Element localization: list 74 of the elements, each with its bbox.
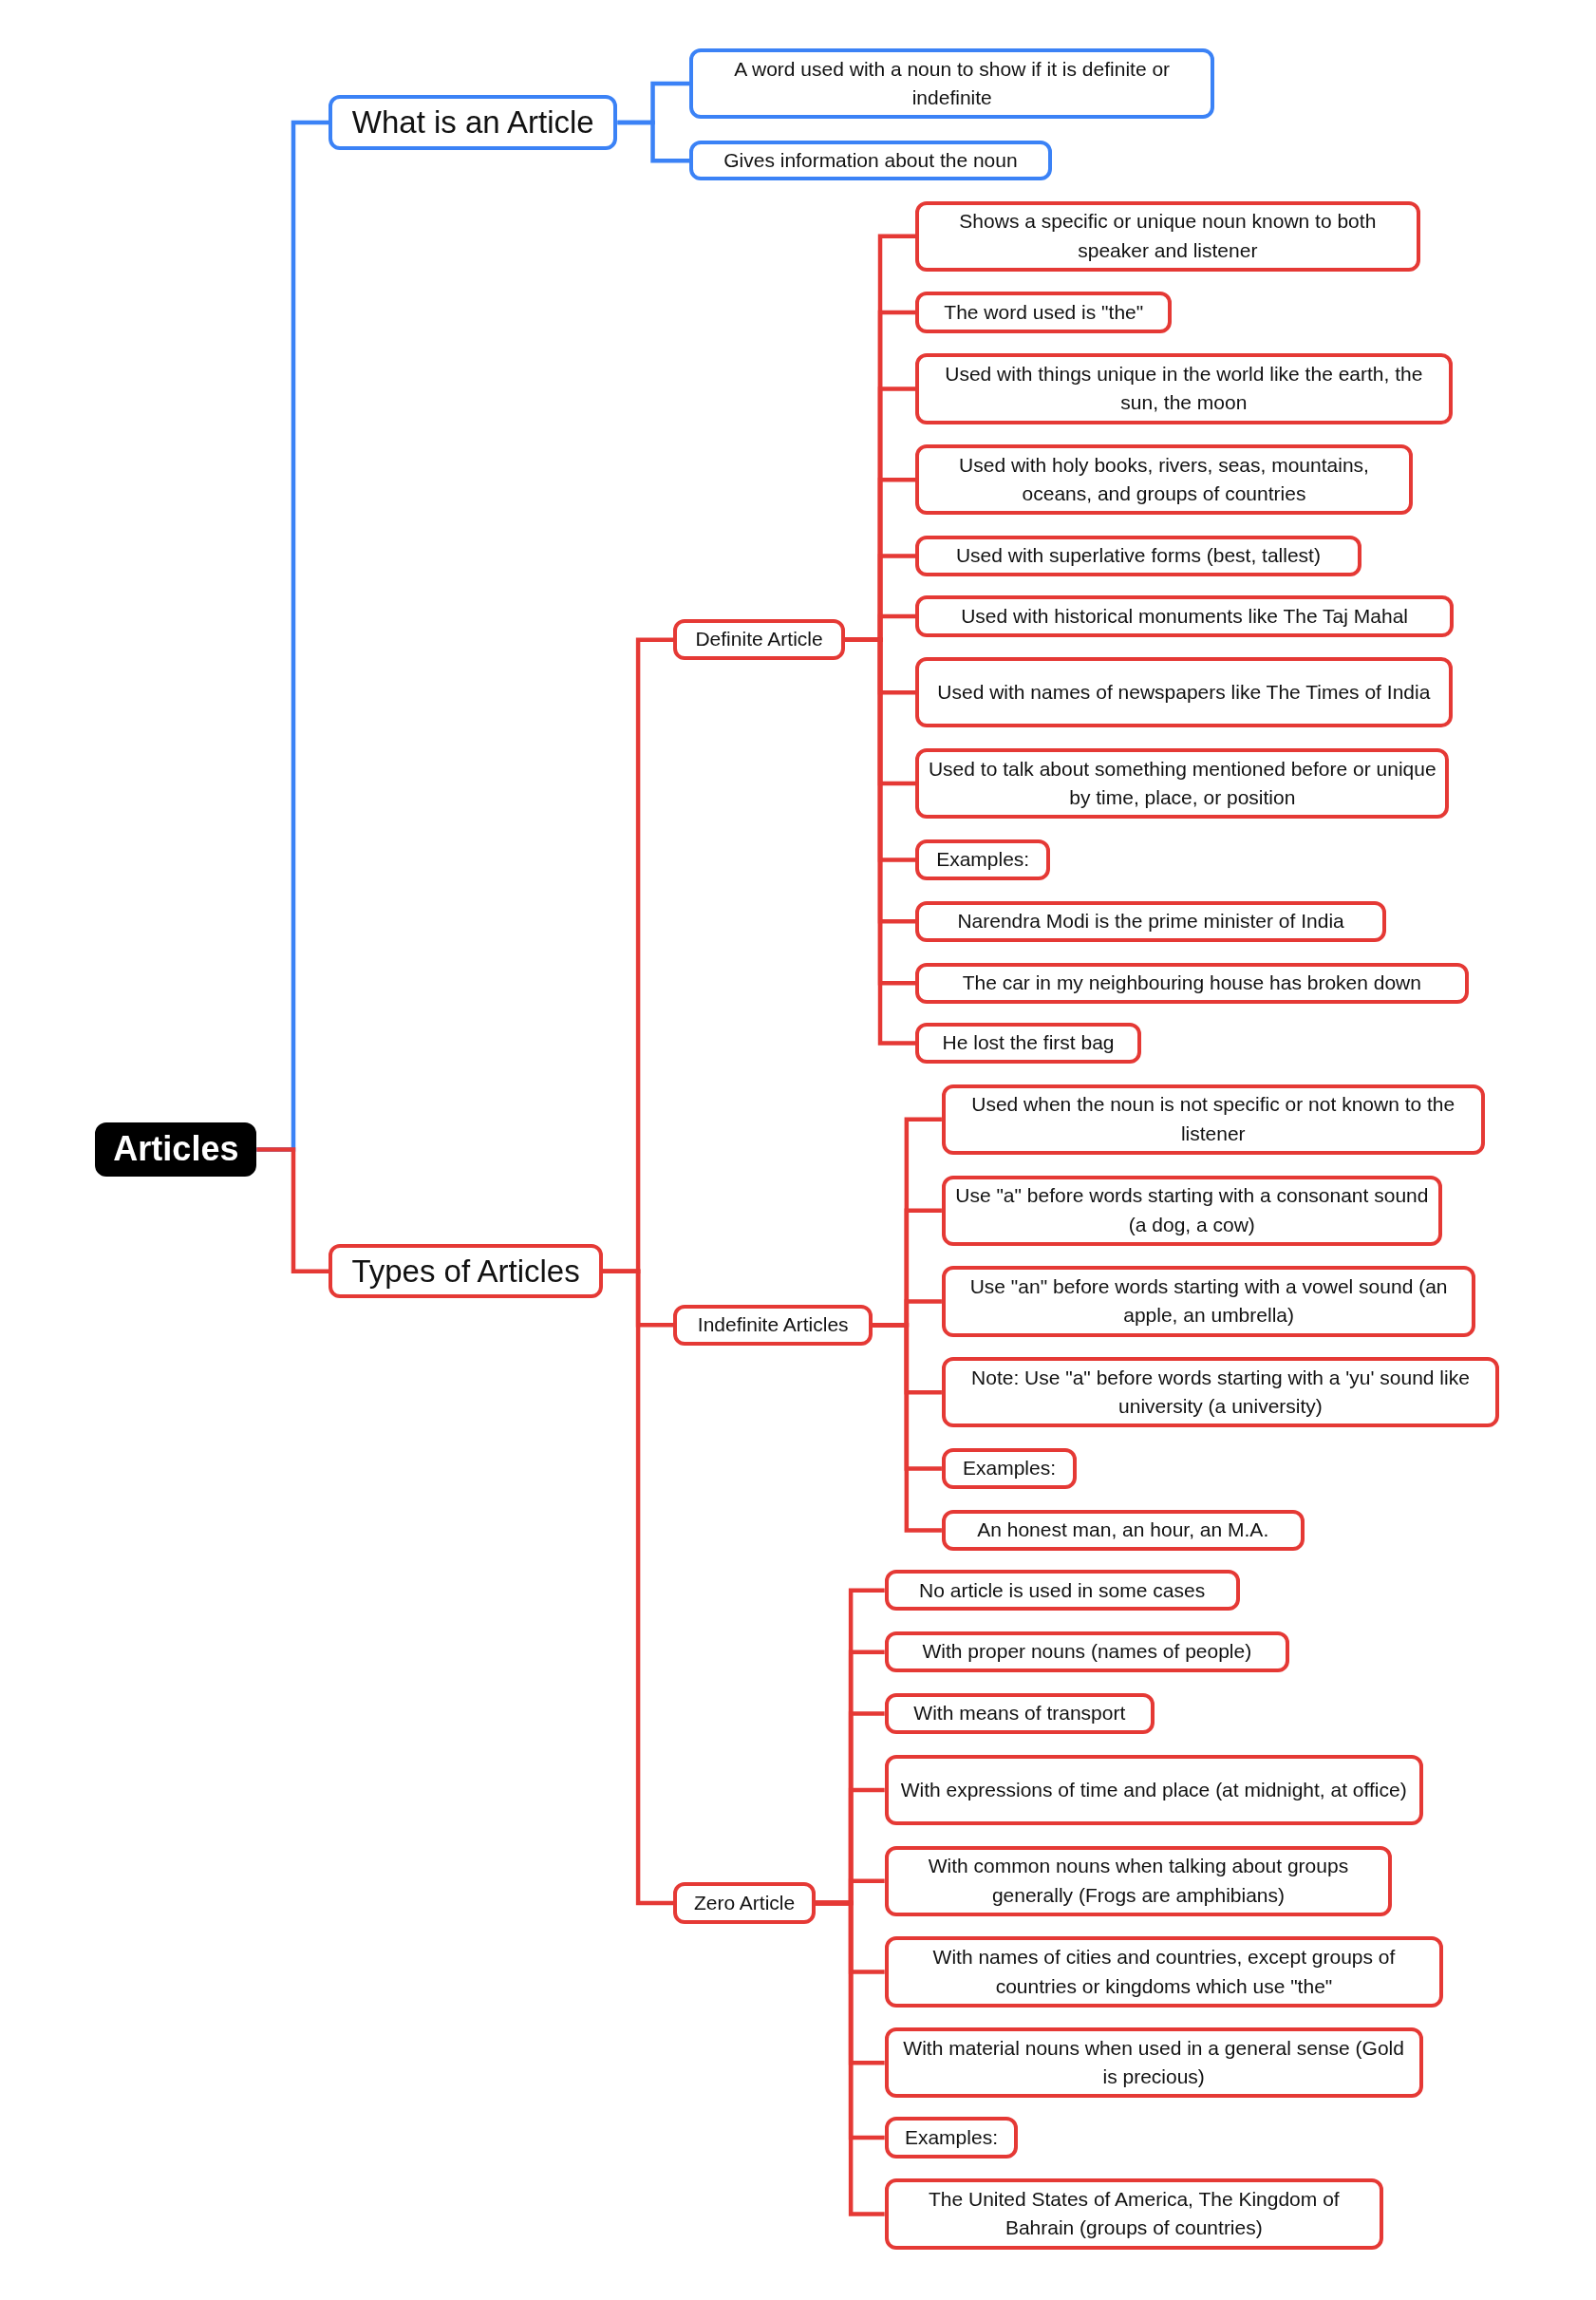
topic-text: With expressions of time and place (at midnight, at office) xyxy=(900,1777,1407,1802)
topic-text: Note: Use "a" before words starting with a 'yu' sound like university (a university) xyxy=(970,1365,1471,1420)
topic-box xyxy=(329,1244,603,1299)
topic-box xyxy=(915,747,1450,820)
topic-text: An honest man, an hour, an M.A. xyxy=(977,1518,1269,1543)
topic-box xyxy=(673,619,845,661)
topic-text: Gives information about the noun xyxy=(723,147,1018,173)
topic-text: With material nouns when used in a general sense (Gold is precious) xyxy=(902,2035,1405,2090)
topic-box xyxy=(915,353,1453,424)
topic-text: The United States of America, The Kingdom of Bahrain (groups of countries) xyxy=(927,2187,1341,2241)
topic-box xyxy=(915,292,1173,333)
topic-text: Shows a specific or unique noun known to both speaker and listener xyxy=(958,209,1378,263)
topic-text: Examples: xyxy=(936,847,1030,873)
topic-text: Definite Article xyxy=(695,627,823,652)
topic-box xyxy=(941,1175,1442,1246)
topic-box xyxy=(941,1509,1305,1552)
topic-text: With names of cities and countries, except groups of countries or kingdoms which use "the" xyxy=(931,1945,1397,1999)
topic-text: Used with names of newspapers like The Times of India xyxy=(937,680,1431,706)
topic-box xyxy=(673,1304,873,1346)
topic-box xyxy=(915,444,1413,516)
topic-text: Examples: xyxy=(962,1456,1056,1481)
topic-box xyxy=(884,1692,1155,1735)
topic-text: Indefinite Articles xyxy=(697,1311,849,1337)
topic-box xyxy=(941,1266,1476,1337)
topic-box xyxy=(915,535,1361,577)
topic-box xyxy=(689,48,1215,120)
topic-text: Use "a" before words starting with a consonant sound (a dog, a cow) xyxy=(954,1183,1430,1237)
topic-box xyxy=(915,839,1051,880)
topic-text: What is an Article xyxy=(351,104,594,141)
connector-line xyxy=(256,1147,329,1273)
connector-line xyxy=(873,1322,942,1533)
topic-box xyxy=(884,1845,1393,1916)
topic-box xyxy=(673,1882,817,1924)
topic-box xyxy=(915,1022,1141,1065)
topic-box xyxy=(689,141,1052,180)
topic-text: Used to talk about something mentioned before or unique by time, place, or position xyxy=(927,756,1437,811)
topic-text: With common nouns when talking about groups generally (Frogs are amphibians) xyxy=(927,1854,1350,1908)
connector-line xyxy=(603,1269,674,1906)
topic-text: Used with superlative forms (best, tallest) xyxy=(955,543,1321,569)
topic-text: Used with things unique in the world like the earth, the sun, the moon xyxy=(944,362,1424,416)
topic-text: He lost the first bag xyxy=(942,1030,1115,1056)
topic-box xyxy=(884,1631,1290,1673)
topic-text: Use "an" before words starting with a vowel sound (an apple, an umbrella) xyxy=(968,1274,1449,1329)
topic-text: Used with holy books, rivers, seas, mountains, oceans, and groups of countries xyxy=(958,452,1370,507)
topic-box xyxy=(329,95,618,150)
topic-text: Used when the noun is not specific or not known to the listener xyxy=(970,1092,1456,1146)
topic-box xyxy=(884,2117,1019,2159)
topic-text: The car in my neighbouring house has broken down xyxy=(962,970,1421,995)
topic-text: The word used is "the" xyxy=(944,299,1144,325)
topic-text: Types of Articles xyxy=(351,1254,580,1289)
topic-box xyxy=(884,2027,1423,2099)
topic-text: Narendra Modi is the prime minister of India xyxy=(957,909,1344,934)
topic-text: Articles xyxy=(113,1128,239,1171)
topic-box xyxy=(915,900,1387,942)
topic-text: Zero Article xyxy=(694,1890,796,1915)
topic-box xyxy=(884,1754,1423,1825)
topic-box xyxy=(915,962,1469,1004)
topic-text: With proper nouns (names of people) xyxy=(922,1639,1252,1665)
topic-box xyxy=(884,1936,1444,2008)
topic-text: A word used with a noun to show if it is definite or indefinite xyxy=(733,56,1172,111)
topic-box xyxy=(941,1357,1499,1428)
topic-box xyxy=(884,1570,1240,1612)
topic-text: Used with historical monuments like The Taj Mahal xyxy=(961,603,1408,629)
topic-box xyxy=(915,657,1453,728)
topic-text: No article is used in some cases xyxy=(919,1577,1206,1603)
topic-box xyxy=(915,200,1420,272)
root-box xyxy=(95,1122,257,1178)
topic-text: With means of transport xyxy=(913,1701,1126,1726)
topic-box xyxy=(884,2178,1383,2250)
connector-line xyxy=(617,120,690,163)
topic-box xyxy=(941,1084,1485,1155)
topic-box xyxy=(941,1447,1078,1490)
topic-box xyxy=(915,595,1455,637)
topic-text: Examples: xyxy=(904,2124,998,2150)
